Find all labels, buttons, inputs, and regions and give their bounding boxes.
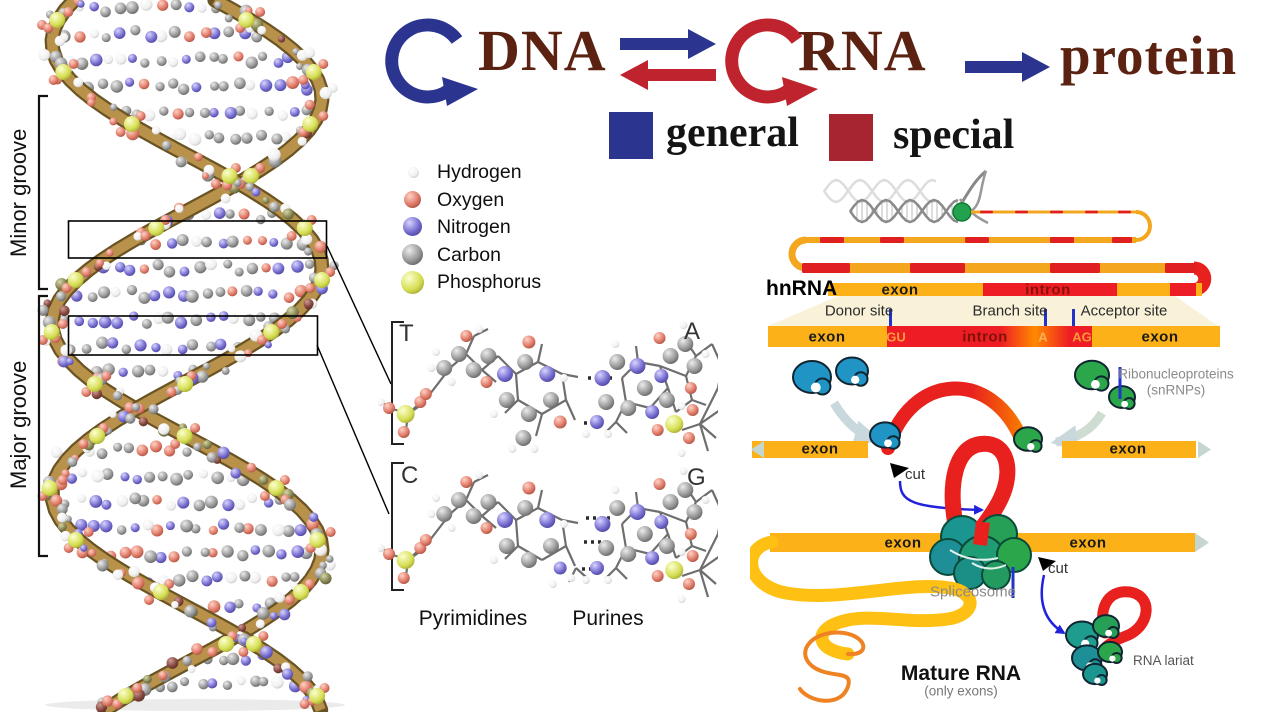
major-groove-label: Major groove: [6, 360, 31, 490]
carbon-label: Carbon: [437, 244, 501, 266]
cut-label-1: cut: [905, 466, 926, 483]
branch-site-label: Branch site: [972, 302, 1048, 320]
pyrimidines-label: Pyrimidines: [418, 607, 528, 630]
adenine-label: A: [684, 318, 701, 345]
ag-label: AG: [1072, 329, 1092, 345]
carbon-sphere-icon: [402, 244, 423, 265]
zoom-box-ta: [67, 220, 328, 259]
oxygen-sphere-icon: [404, 191, 421, 208]
exon-label-mid-right: exon: [1109, 440, 1147, 458]
transcription-arrow-icon: [620, 29, 716, 59]
spliceosome-label: Spliceosome: [930, 583, 1016, 601]
exon-label-right: exon: [1141, 328, 1179, 346]
purines-label: Purines: [572, 607, 644, 630]
major-groove-bracket: [37, 294, 48, 558]
phosphorus-sphere-icon: [401, 271, 424, 294]
minor-groove-label: Minor groove: [6, 128, 31, 258]
splicing-diagram: [750, 169, 1220, 703]
snrnp-label-line2: (snRNPs): [1146, 382, 1206, 398]
gu-label: GU: [886, 329, 906, 345]
branch-a-label: A: [1038, 329, 1048, 345]
ta-bracket: [391, 321, 404, 445]
exon-label-hnrna: exon: [881, 281, 919, 299]
guanine-label: G: [687, 464, 706, 491]
thymine-label: T: [399, 320, 414, 347]
hydrogen-label: Hydrogen: [437, 161, 522, 183]
central-dogma-arrows: [385, 18, 1050, 106]
nitrogen-label: Nitrogen: [437, 216, 511, 238]
exon-label-mid-left: exon: [801, 440, 839, 458]
exon-label-bottom-left: exon: [884, 534, 922, 552]
phosphorus-label: Phosphorus: [437, 271, 542, 293]
dna-replication-arrowhead-icon: [442, 77, 478, 106]
donor-site-label: Donor site: [824, 302, 894, 320]
acceptor-site-label: Acceptor site: [1080, 302, 1168, 320]
cut-label-2: cut: [1048, 560, 1069, 577]
helix-annotations: [37, 94, 404, 591]
mature-rna-label: Mature RNA: [900, 662, 1022, 685]
zoom-box-cg: [67, 315, 319, 356]
oxygen-label: Oxygen: [437, 189, 505, 211]
dna-replication-cycle-icon: [385, 18, 463, 104]
dogma-dna-label: DNA: [478, 18, 607, 83]
rna-lariat-label: RNA lariat: [1133, 653, 1194, 668]
rna-replication-cycle-icon: [725, 18, 803, 104]
rna-replication-arrowhead-icon: [782, 77, 818, 106]
snrnp-label-line1: Ribonucleoproteins: [1118, 366, 1234, 382]
translation-arrow-icon: [965, 52, 1050, 82]
special-label: special: [893, 112, 1015, 158]
minor-groove-bracket: [37, 94, 48, 291]
hnrna-label: hnRNA: [766, 277, 838, 300]
cg-bracket: [391, 462, 404, 591]
general-label: general: [666, 110, 799, 156]
intron-label-zoom: intron: [962, 328, 1008, 346]
dogma-protein-label: protein: [1060, 25, 1238, 86]
intron-label-hnrna: intron: [1025, 281, 1071, 299]
cytosine-label: C: [401, 462, 419, 489]
general-color-swatch: [609, 112, 653, 159]
reverse-transcription-arrow-icon: [620, 60, 716, 90]
base-pair-models: [378, 321, 718, 603]
exon-label-left: exon: [808, 328, 846, 346]
mature-rna-note: (only exons): [924, 683, 998, 699]
callout-line-cg: [316, 344, 390, 515]
exon-label-bottom-right: exon: [1069, 534, 1107, 552]
dogma-rna-label: RNA: [798, 18, 927, 83]
hydrogen-sphere-icon: [408, 167, 419, 178]
special-color-swatch: [829, 114, 873, 161]
callout-line-ta: [326, 245, 392, 385]
nitrogen-sphere-icon: [403, 217, 422, 236]
